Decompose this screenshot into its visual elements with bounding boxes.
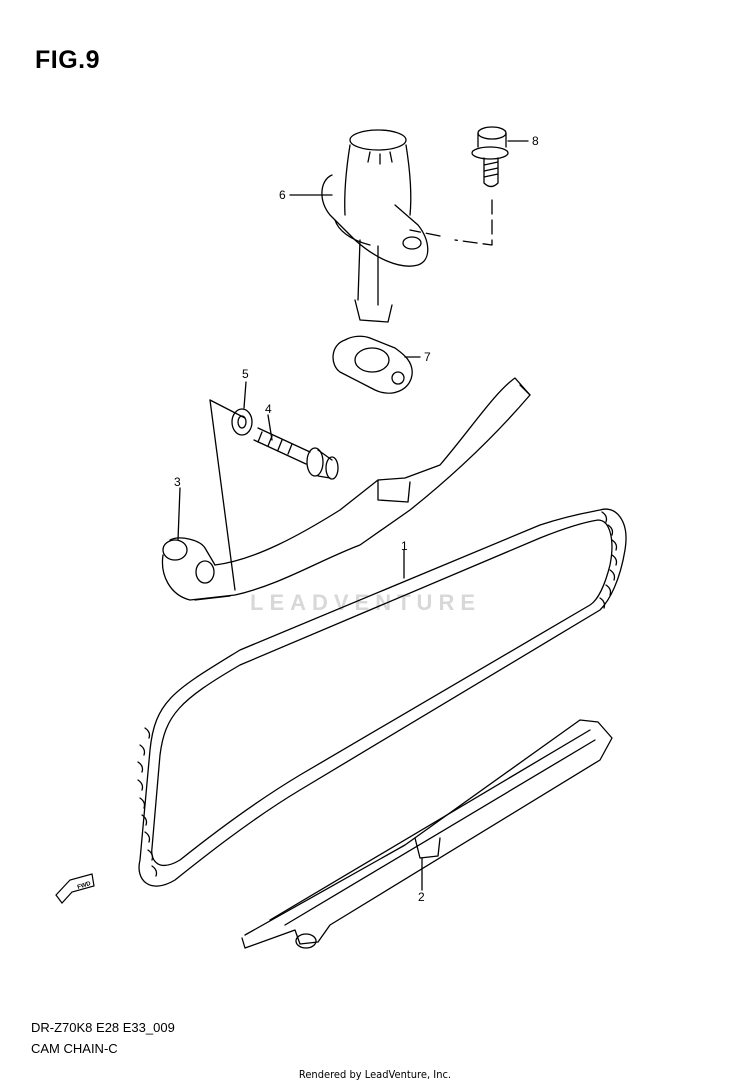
watermark-text: LEADVENTURE (250, 590, 482, 615)
callout-3[interactable]: 3 (174, 475, 181, 489)
cam-chain-part[interactable] (137, 508, 627, 887)
tensioner-part[interactable] (321, 129, 429, 323)
leader-lines (177, 140, 529, 891)
figure-title: FIG.9 (35, 46, 101, 74)
rendered-by-credit: Rendered by LeadVenture, Inc. (298, 1068, 452, 1081)
tensioner-guide-part[interactable] (161, 377, 531, 601)
gasket-part[interactable] (332, 335, 413, 394)
callout-2[interactable]: 2 (418, 890, 425, 904)
bolt-8-part[interactable] (471, 126, 509, 188)
callout-5[interactable]: 5 (242, 367, 249, 381)
callout-1[interactable]: 1 (401, 539, 408, 553)
diagram-name: CAM CHAIN-C (31, 1041, 118, 1056)
callout-8[interactable]: 8 (532, 134, 539, 148)
chain-guide-part[interactable] (241, 719, 613, 949)
forward-arrow-icon (55, 873, 95, 904)
bolt-4-part[interactable] (253, 427, 339, 480)
diagram-code: DR-Z70K8 E28 E33_009 (31, 1020, 175, 1035)
callout-6[interactable]: 6 (279, 188, 286, 202)
fwd-marker: FWD (55, 873, 95, 904)
fwd-label: FWD (77, 881, 92, 891)
callout-4[interactable]: 4 (265, 402, 272, 416)
callout-7[interactable]: 7 (424, 350, 431, 364)
